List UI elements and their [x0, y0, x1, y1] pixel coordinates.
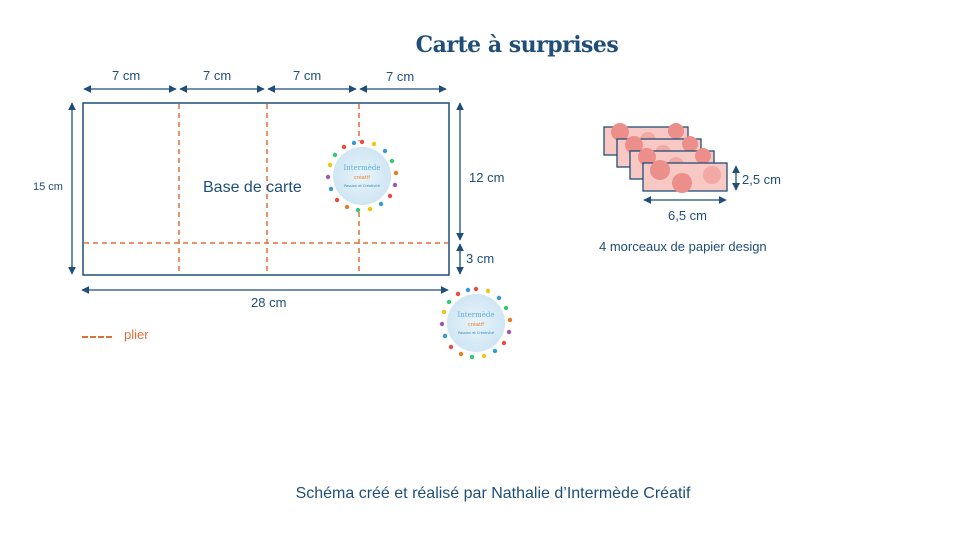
- card-base-rect: [82, 102, 450, 276]
- col-width-label-2: 7 cm: [203, 68, 232, 83]
- credit-footer: Schéma créé et réalisé par Nathalie d’In…: [295, 485, 691, 502]
- upper-height-label: 12 cm: [469, 170, 505, 185]
- card-base-label: Base de carte: [203, 179, 302, 196]
- lower-height-label: 3 cm: [466, 251, 495, 266]
- logo-tagline: Passion et Créativité: [344, 184, 380, 188]
- logo-dots-ring: [439, 286, 513, 360]
- paper-piece: [642, 160, 728, 193]
- logo-dots-ring: [325, 139, 399, 213]
- fold-legend-label: plier: [124, 327, 149, 342]
- page-title: Carte à surprises: [415, 32, 619, 58]
- logo-sub: créatif: [354, 174, 370, 181]
- total-height-label: 15 cm: [33, 181, 63, 193]
- logo-stamp-2: Intermède créatif Passion et Créativité: [439, 286, 513, 360]
- paper-width-label: 6,5 cm: [668, 208, 708, 223]
- fold-legend-line: [82, 336, 112, 338]
- logo-name: Intermède: [344, 164, 381, 172]
- logo-sub: créatif: [468, 321, 484, 328]
- col-width-label-4: 7 cm: [386, 69, 415, 84]
- total-width-label: 28 cm: [251, 295, 287, 310]
- logo-stamp-1: Intermède créatif Passion et Créativité: [325, 139, 399, 213]
- logo-tagline: Passion et Créativité: [458, 331, 494, 335]
- col-width-label-3: 7 cm: [293, 68, 322, 83]
- paper-count-label: 4 morceaux de papier design: [599, 239, 767, 254]
- logo-name: Intermède: [458, 311, 495, 319]
- paper-height-label: 2,5 cm: [742, 172, 782, 187]
- design-paper-stack: [603, 123, 728, 193]
- col-width-label-1: 7 cm: [112, 68, 141, 83]
